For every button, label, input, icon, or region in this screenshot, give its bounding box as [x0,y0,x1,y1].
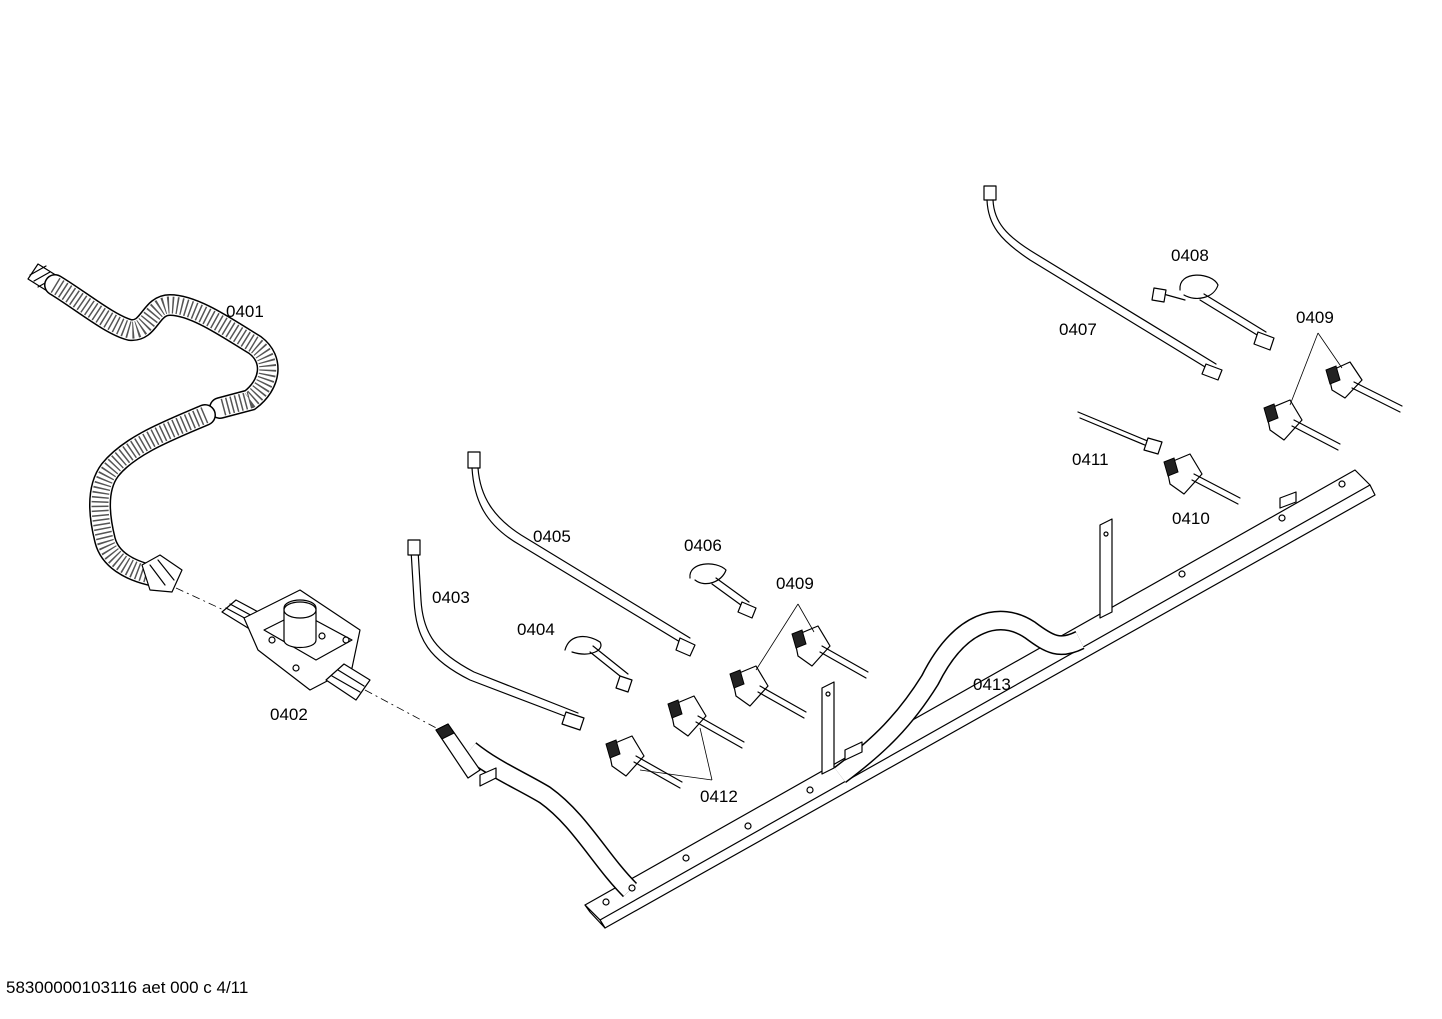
gas-regulator-0402 [221,589,371,701]
label-0404: 0404 [517,620,555,639]
gas-pipe-0407 [983,185,1223,381]
label-0410: 0410 [1172,509,1210,528]
gas-valve [1325,361,1403,413]
label-0406: 0406 [684,536,722,555]
gas-valve [605,735,683,789]
gas-valve [1263,399,1341,451]
label-0401: 0401 [226,302,264,321]
label-0409: 0409 [1296,308,1334,327]
label-0409: 0409 [776,574,814,593]
gas-pipe-0406 [689,563,757,619]
manifold-0413 [435,469,1376,929]
flex-hose-0401 [27,263,279,593]
assembly-line [175,587,229,613]
gas-pipe-0408 [1151,274,1275,351]
assembly-line [364,689,441,731]
leader-line [755,603,815,671]
gas-valve [729,665,807,719]
document-footer-code: 58300000103116 aet 000 c 4/11 [6,978,249,997]
gas-pipe-0411 [1077,411,1163,455]
label-0405: 0405 [533,527,571,546]
gas-pipe-0405 [467,451,696,657]
label-0412: 0412 [700,787,738,806]
leader-line [639,727,713,781]
gas-valve [1163,453,1241,505]
label-0402: 0402 [270,705,308,724]
gas-valve [667,695,745,749]
label-0403: 0403 [432,588,470,607]
label-0408: 0408 [1171,246,1209,265]
gas-pipe-0404 [564,636,633,693]
gas-valve [791,625,869,679]
label-0413: 0413 [973,675,1011,694]
leader-line [1289,332,1343,406]
label-0411: 0411 [1072,450,1109,469]
label-0407: 0407 [1059,320,1097,339]
gas-pipe-0403 [407,539,585,731]
